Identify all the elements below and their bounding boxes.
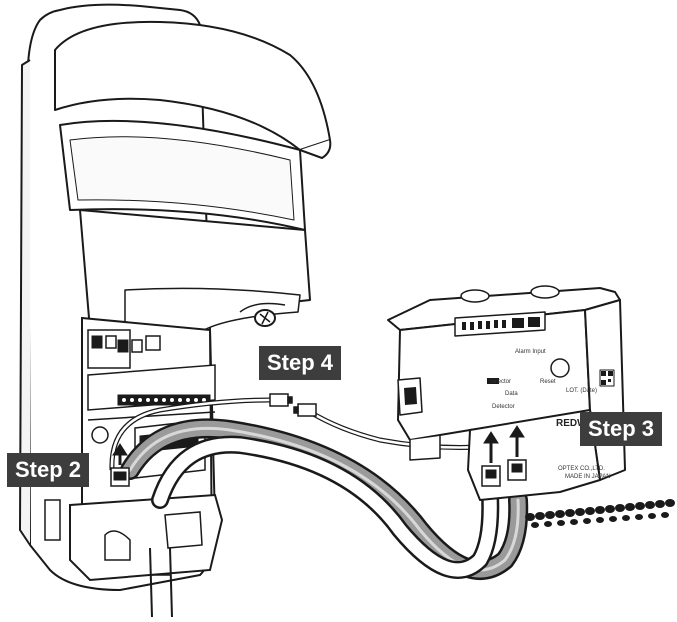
- brand-text: REDWA: [556, 418, 593, 429]
- alarm-input-text: Alarm Input: [515, 349, 546, 355]
- made-in-text: MADE IN JAPAN: [565, 474, 611, 480]
- module-printing: REDWA Alarm Input Selector Data Detector…: [489, 349, 611, 480]
- harness-cable: [120, 418, 529, 580]
- data-text: Data: [505, 391, 518, 397]
- step-4-label: Step 4: [259, 346, 342, 380]
- lot-text: LOT. (Date): [566, 388, 597, 394]
- step2-connector: [110, 443, 130, 487]
- field-cable: [525, 499, 675, 528]
- detector-text: Detector: [492, 404, 515, 410]
- plug-connector-pair: [269, 393, 317, 417]
- reset-text: Reset: [540, 379, 556, 385]
- step-2-label: Step 2: [7, 453, 90, 487]
- sensor-housing: [19, 3, 332, 591]
- step-3-label: Step 3: [580, 412, 663, 446]
- exit-cable: [149, 547, 173, 618]
- step3-connectors: [481, 425, 527, 487]
- maker-text: OPTEX CO.,LTD.: [558, 466, 605, 472]
- selector-text: Selector: [489, 379, 511, 385]
